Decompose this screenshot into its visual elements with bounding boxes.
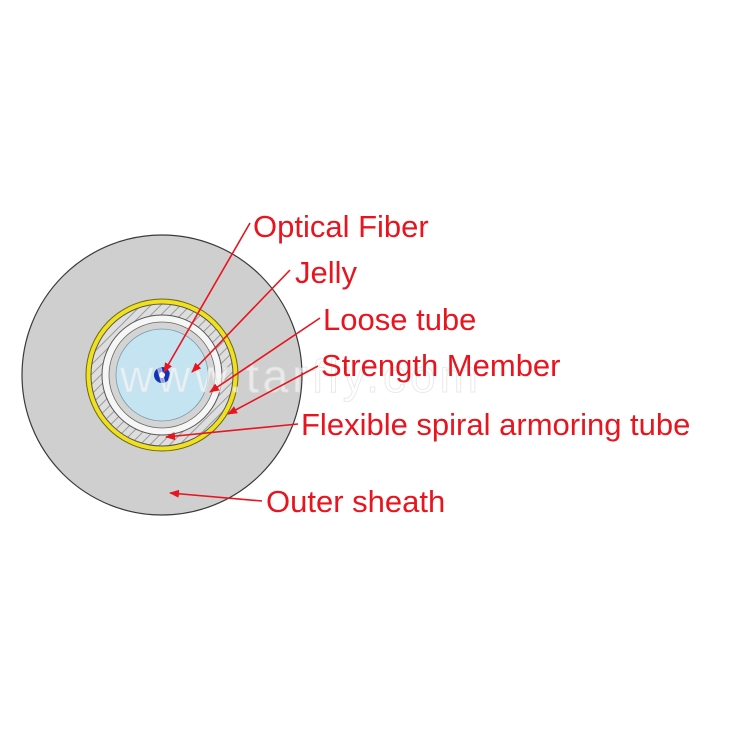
optical-fiber-core-shape xyxy=(159,372,165,378)
leader-lines xyxy=(163,222,321,502)
armoring-tube-leader xyxy=(165,423,299,441)
jelly-label: Jelly xyxy=(295,255,358,290)
armoring-tube-label: Flexible spiral armoring tube xyxy=(301,407,690,442)
optical-fiber-leader xyxy=(163,222,251,373)
loose-tube-label: Loose tube xyxy=(323,302,476,337)
outer-sheath-leader xyxy=(169,489,263,502)
outer-sheath-label: Outer sheath xyxy=(266,484,445,519)
strength-member-label: Strength Member xyxy=(321,348,561,383)
cable-cross-section xyxy=(21,234,303,516)
jelly-leader xyxy=(191,269,291,373)
optical-fiber-label: Optical Fiber xyxy=(253,209,429,244)
loose-tube-leader xyxy=(209,317,321,393)
labels: Optical Fiber Jelly Loose tube Strength … xyxy=(253,209,690,519)
strength-member-leader xyxy=(227,365,319,415)
